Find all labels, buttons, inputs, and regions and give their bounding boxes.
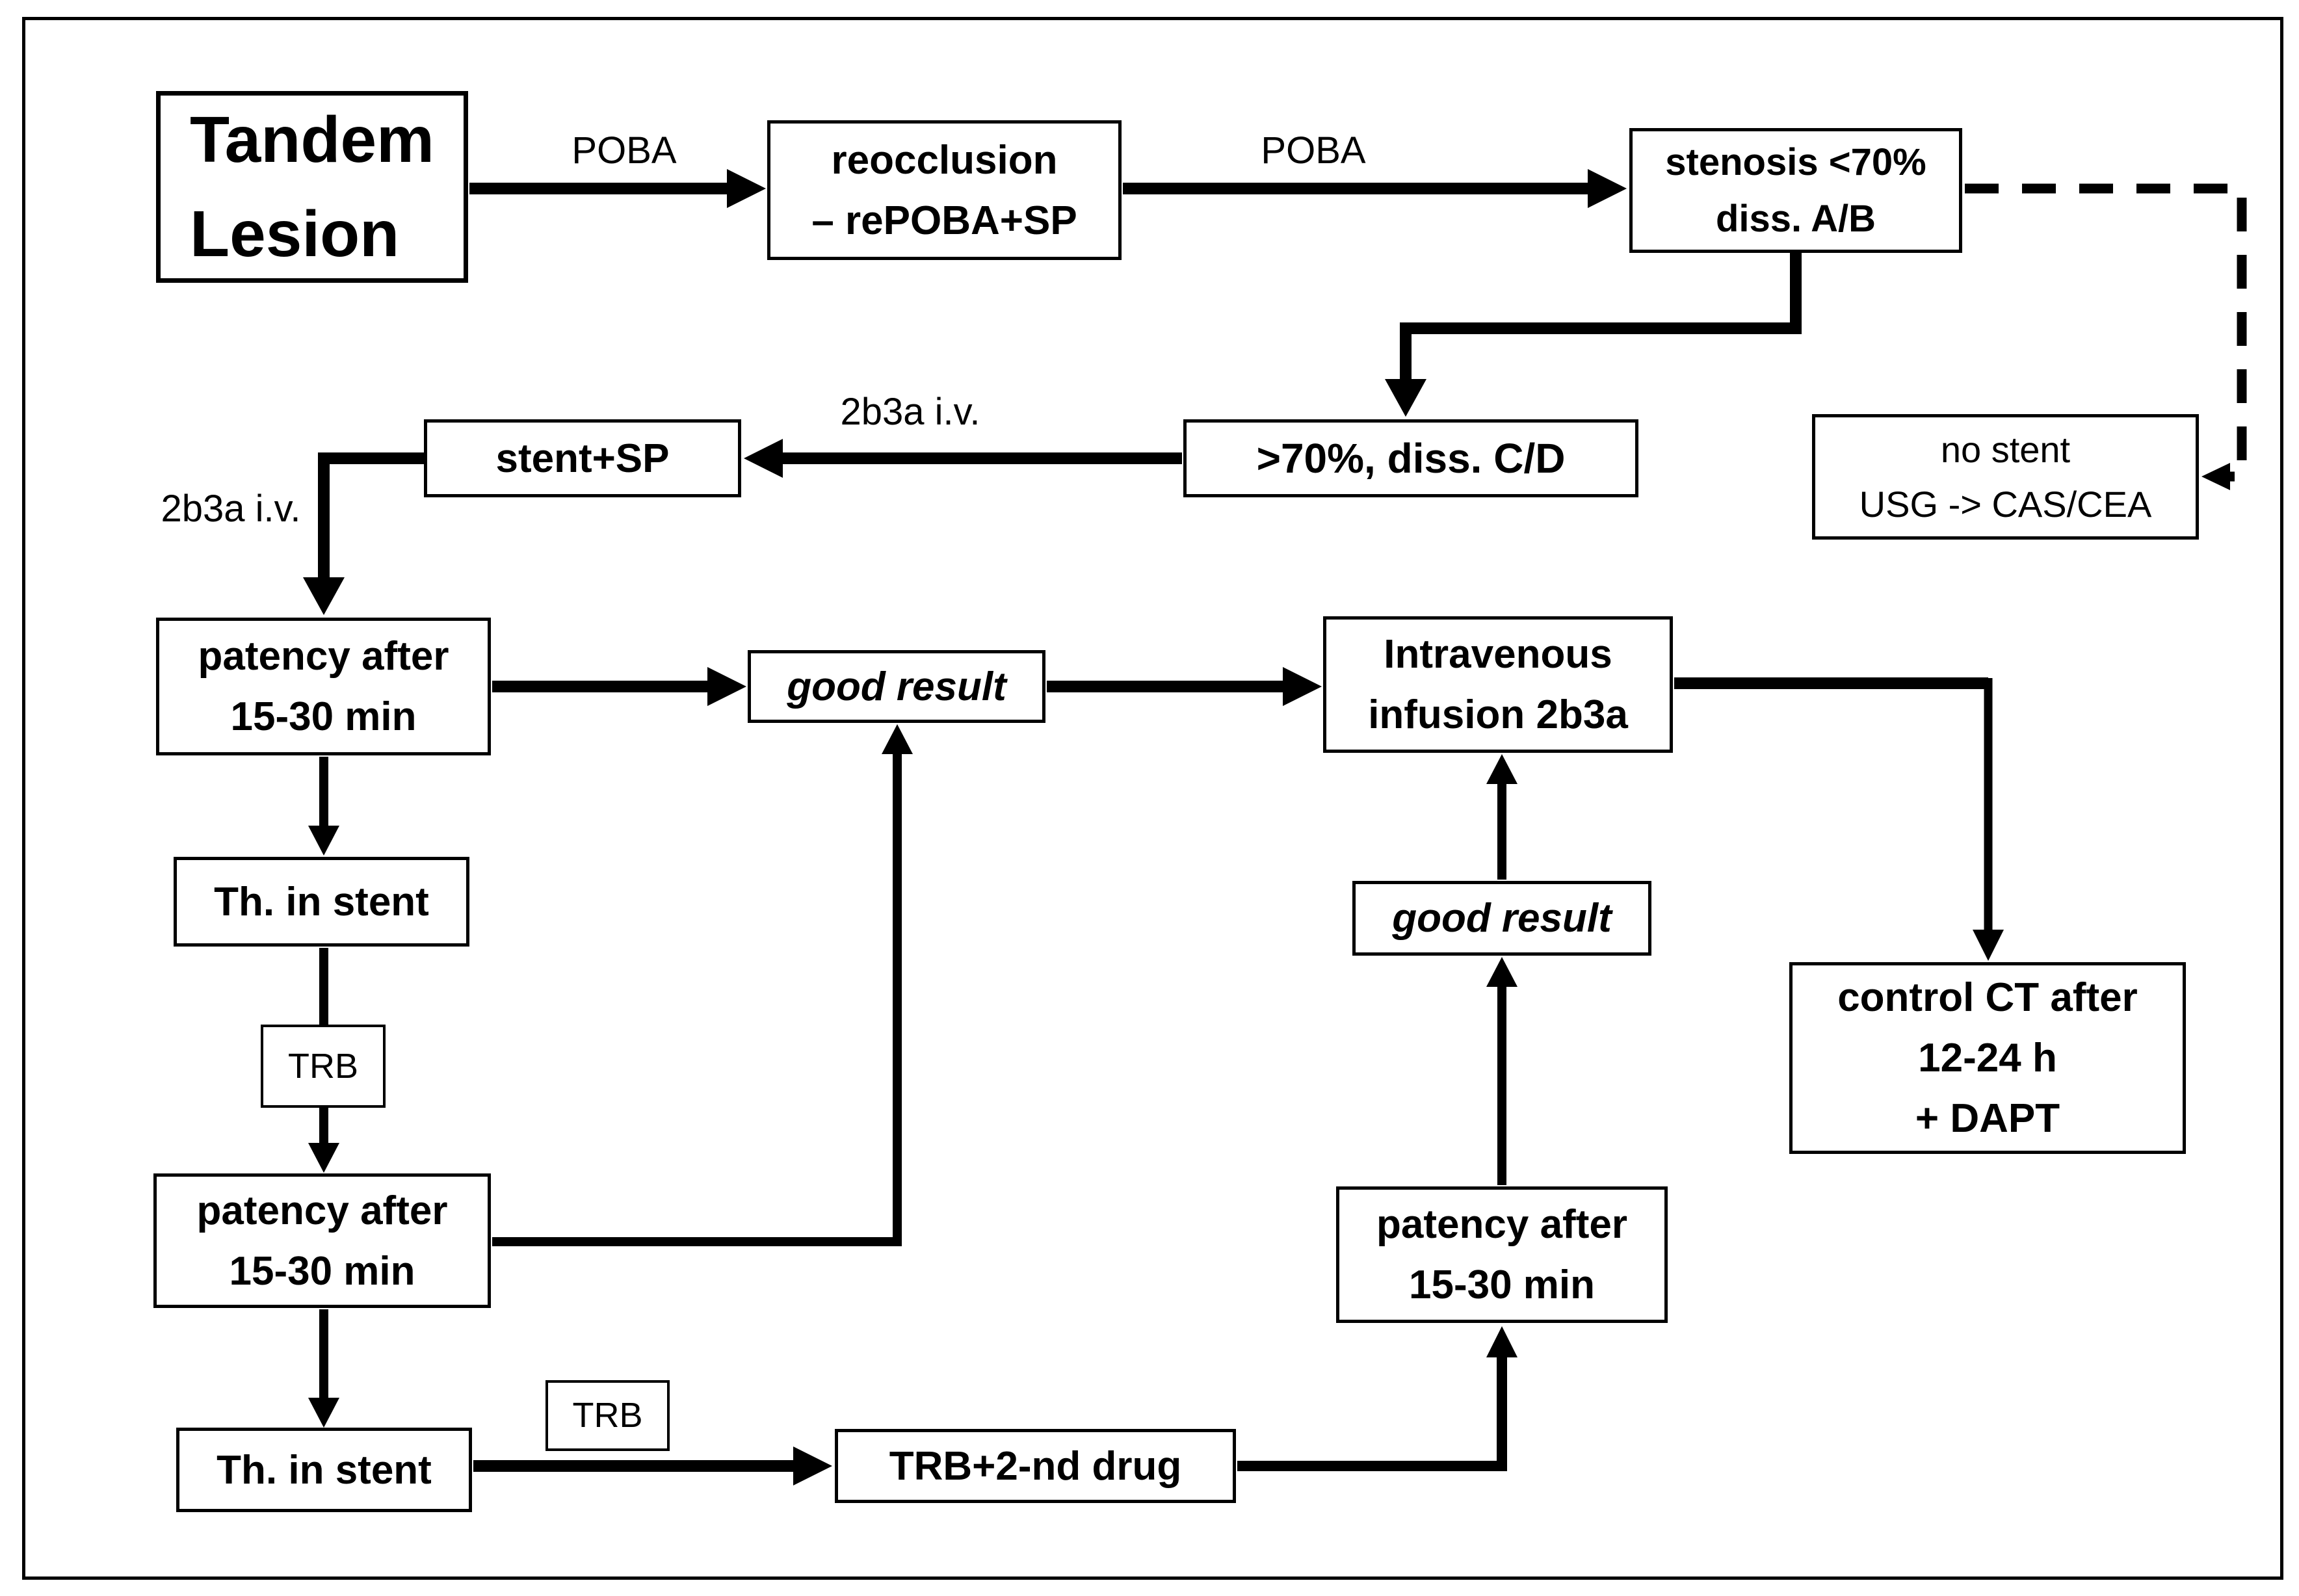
- edge-label-2b3a-iv-1: 2b3a i.v.: [840, 390, 980, 433]
- node-gt70-diss-cd: >70%, diss. C/D: [1183, 419, 1638, 497]
- node-patency-15-30-min-1: patency after 15-30 min: [156, 618, 491, 755]
- edge-gt70-stentsp: [744, 439, 1182, 478]
- edge-patency2-thstent2: [308, 1309, 339, 1428]
- node-control-ct-dapt: control CT after 12-24 h + DAPT: [1789, 962, 2186, 1154]
- edge-infusion-controlct: [1674, 677, 2004, 961]
- node-tandem-lesion: Tandem Lesion: [156, 91, 468, 283]
- node-trb-2: TRB: [545, 1380, 670, 1451]
- edge-label-2b3a-iv-2: 2b3a i.v.: [161, 487, 301, 530]
- edge-label-poba-1: POBA: [571, 129, 677, 172]
- node-stent-sp: stent+SP: [424, 419, 741, 497]
- node-thrombus-in-stent-2: Th. in stent: [176, 1428, 472, 1512]
- edge-stenosis-gt70: [1385, 253, 1802, 417]
- node-no-stent-usg-cas-cea: no stent USG -> CAS/CEA: [1812, 414, 2199, 540]
- node-good-result-1: good result: [748, 650, 1045, 723]
- node-patency-15-30-min-2: patency after 15-30 min: [153, 1173, 491, 1308]
- node-reocclusion-repoba-sp: reocclusion – rePOBA+SP: [767, 120, 1122, 260]
- edge-goodresult2-infusion: [1486, 754, 1517, 880]
- node-patency-15-30-min-3: patency after 15-30 min: [1336, 1186, 1668, 1323]
- node-intravenous-infusion-2b3a: Intravenous infusion 2b3a: [1323, 616, 1673, 753]
- edge-patency3-goodresult2: [1486, 957, 1517, 1185]
- edge-goodresult1-infusion: [1047, 667, 1322, 706]
- node-good-result-2: good result: [1352, 881, 1651, 956]
- node-stenosis-lt70-diss-ab: stenosis <70% diss. A/B: [1629, 128, 1962, 253]
- edge-label-poba-2: POBA: [1261, 129, 1366, 172]
- edge-thstent2-trbdrug: [473, 1446, 832, 1485]
- figure-border: [22, 17, 2283, 1580]
- edge-patency2-goodresult1: [492, 724, 913, 1246]
- edge-tandem-reocclusion: [469, 169, 766, 208]
- node-trb-2nd-drug: TRB+2-nd drug: [835, 1429, 1236, 1503]
- edge-patency1-goodresult1: [492, 667, 746, 706]
- edge-stenosis-nostent-dashed: [1965, 183, 2247, 490]
- edge-trbdrug-patency3: [1237, 1326, 1517, 1471]
- node-thrombus-in-stent-1: Th. in stent: [174, 857, 469, 947]
- node-trb-1: TRB: [261, 1025, 386, 1108]
- edge-patency1-thstent1: [308, 757, 339, 856]
- edge-reocclusion-stenosis: [1123, 169, 1627, 208]
- edge-stentsp-patency1: [303, 452, 428, 615]
